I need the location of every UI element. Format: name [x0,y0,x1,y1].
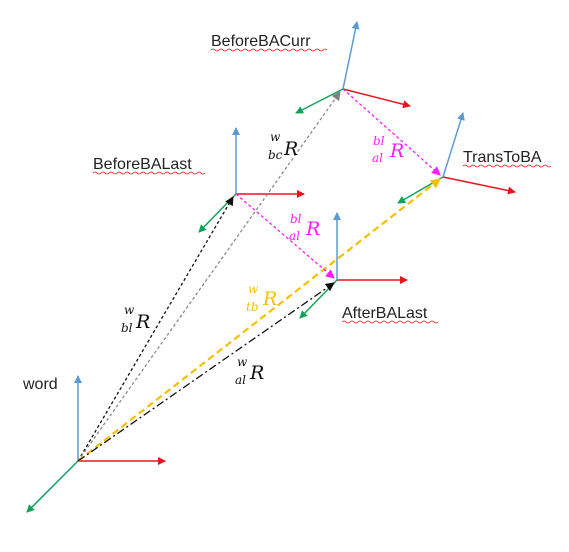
spellcheck-underlines [92,48,552,324]
rotation-label-w-bl: w bl R [121,303,150,335]
word-z-axis [26,460,79,513]
arrow-w-al [77,282,335,462]
underline-before-ba-last [92,171,206,175]
rotation-label-bl-al-mid: bl al R [289,212,320,243]
underline-after-ba-last [341,320,439,324]
frame-before-ba-curr-axes [295,21,411,114]
trans-to-ba-y-axis [442,112,465,178]
w-al-sup: w [237,355,248,369]
bl-al-top-sup: bl [373,134,385,148]
after-ba-last-z-axis [299,279,338,319]
w-bl-sub: bl [121,321,133,335]
w-tb-sym: R [262,288,277,310]
before-ba-curr-z-axis [295,88,344,114]
arrow-w-bc [77,91,341,462]
w-bc-sub: bc [268,148,283,162]
label-after-ba-last: AfterBALast [342,305,428,322]
w-al-sym: R [249,362,264,384]
frame-word-axes [26,375,166,513]
label-trans-to-ba: TransToBA [463,149,542,166]
rotation-label-w-tb: w tb R [246,282,277,314]
arrow-w-bl [77,196,234,462]
w-tb-sup: w [248,282,259,296]
underline-trans-to-ba [462,164,552,168]
underline-before-ba-curr [210,48,328,52]
w-bc-sup: w [270,130,281,144]
rotation-label-w-al: w al R [235,355,264,387]
label-before-ba-last: BeforeBALast [93,156,192,173]
bl-al-mid-sup: bl [290,212,302,226]
bl-al-top-sub: al [372,151,383,165]
w-bc-sym: R [283,138,298,160]
before-ba-curr-x-axis [342,88,411,109]
bl-al-top-sym: R [389,140,404,162]
rotation-label-w-bc: w bc R [268,130,298,162]
before-ba-curr-y-axis [342,21,360,90]
w-bl-sup: w [124,303,135,317]
w-tb-sub: tb [246,300,259,314]
bl-al-mid-sym: R [305,218,320,240]
trans-to-ba-x-axis [442,176,516,195]
w-bl-sym: R [135,311,150,333]
before-ba-last-z-axis [198,193,237,233]
rotation-label-bl-al-top: bl al R [372,134,404,165]
w-al-sub: al [235,373,246,387]
label-word: word [22,376,58,393]
bl-al-mid-sub: al [289,229,300,243]
label-before-ba-curr: BeforeBACurr [211,33,311,50]
